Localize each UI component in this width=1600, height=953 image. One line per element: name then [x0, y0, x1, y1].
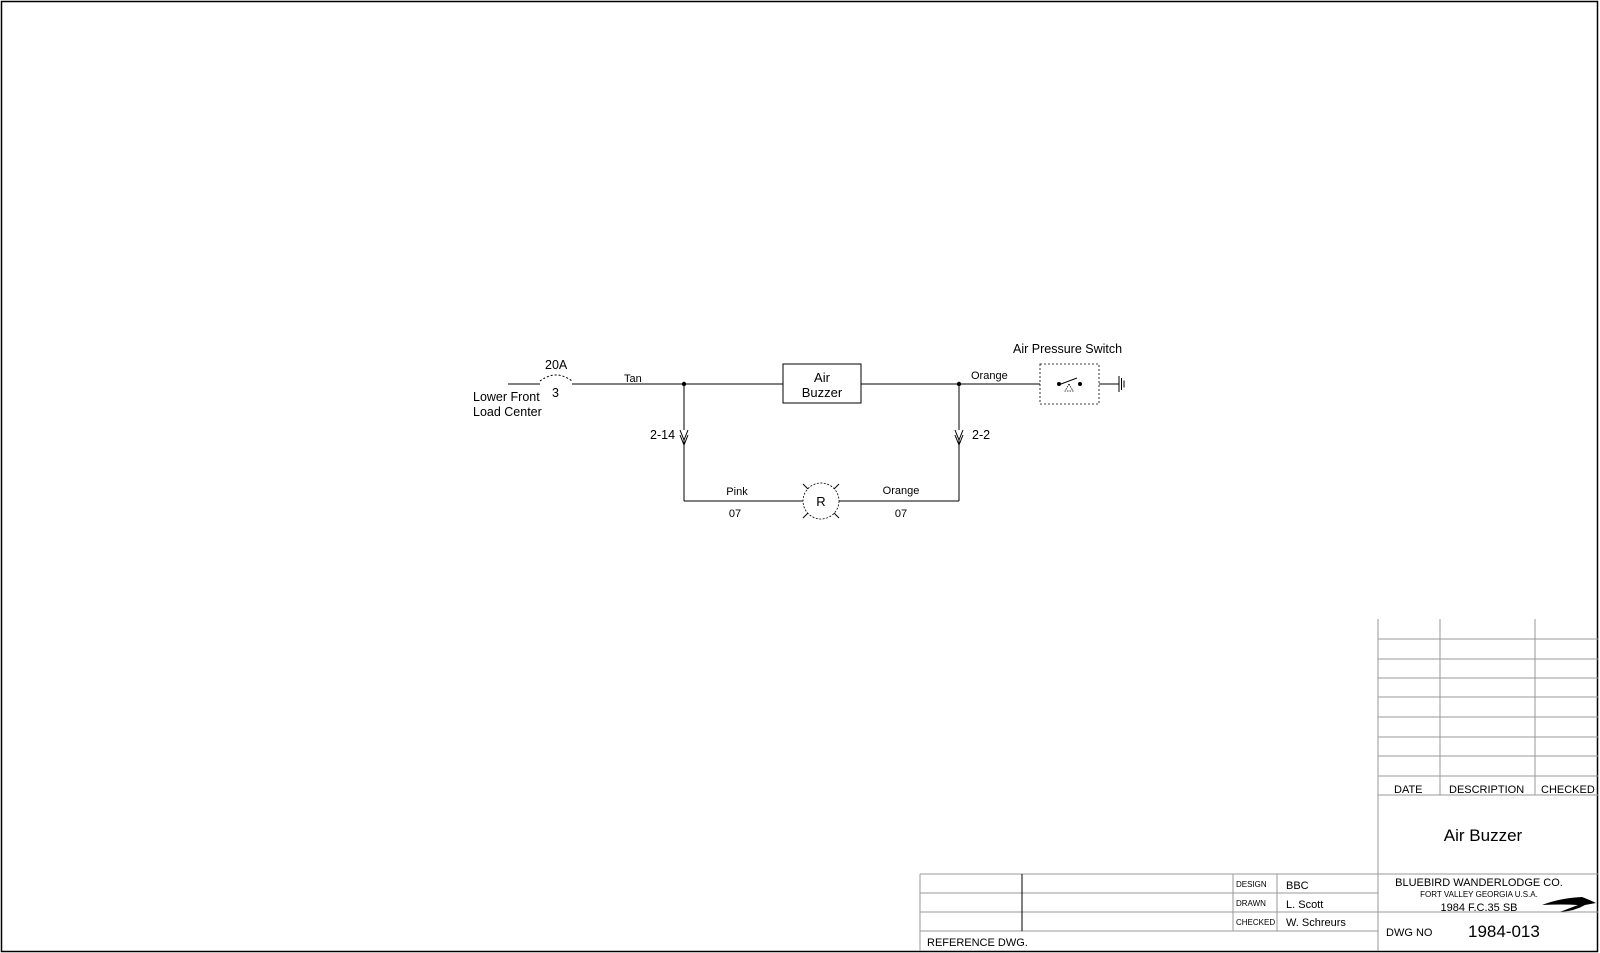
checked-label: CHECKED: [1236, 918, 1275, 927]
pressure-symbol: [1064, 383, 1074, 392]
air-pressure-switch-box: [1039, 363, 1100, 405]
switch-contact-left: [1057, 382, 1061, 386]
source-label-line1: Lower Front: [473, 390, 540, 404]
source-label-line2: Load Center: [473, 405, 542, 419]
company-location: FORT VALLEY GEORGIA U.S.A.: [1420, 890, 1538, 899]
dwg-no-label: DWG NO: [1386, 927, 1433, 939]
connector-left-label: 2-14: [650, 428, 675, 442]
relay-r-icon: [802, 482, 840, 520]
design-label: DESIGN: [1236, 880, 1267, 889]
revision-table: [1377, 619, 1598, 951]
connector-2-2-icon: [954, 429, 964, 447]
relay-label: R: [816, 494, 825, 509]
air-pressure-switch-label: Air Pressure Switch: [1013, 342, 1122, 356]
orange-wire-lower-number: 07: [895, 508, 907, 520]
connector-right-label: 2-2: [972, 428, 990, 442]
company-model: 1984 F.C.35 SB: [1440, 902, 1517, 914]
feed-wire-label: Tan: [624, 373, 642, 385]
pink-wire-number: 07: [729, 508, 741, 520]
title-block: DATE DESCRIPTION CHECKED Air Buzzer DESI…: [919, 619, 1598, 951]
info-grid: [919, 873, 1598, 951]
switch-blade: [1060, 377, 1078, 385]
orange-wire-lower-label: Orange: [883, 485, 920, 497]
breaker-number: 3: [552, 386, 559, 400]
pink-wire-label: Pink: [726, 486, 748, 498]
company-name: BLUEBIRD WANDERLODGE CO.: [1395, 877, 1563, 889]
drawing-title: Air Buzzer: [1444, 826, 1523, 845]
reference-dwg-label: REFERENCE DWG.: [927, 937, 1028, 949]
schematic: 20A 3 Lower Front Load Center Tan Air Bu…: [473, 342, 1125, 520]
dwg-no-value: 1984-013: [1468, 922, 1540, 941]
switch-wire-label: Orange: [971, 370, 1008, 382]
revision-description-header: DESCRIPTION: [1449, 784, 1524, 796]
revision-date-header: DATE: [1394, 784, 1423, 796]
breaker-rating: 20A: [545, 358, 568, 372]
drawn-label: DRAWN: [1236, 899, 1266, 908]
revision-checked-header: CHECKED: [1541, 784, 1595, 796]
drawn-value: L. Scott: [1286, 899, 1323, 911]
air-buzzer-box: [782, 363, 862, 404]
switch-contact-right: [1078, 382, 1082, 386]
buzzer-label-line1: Air: [814, 370, 831, 385]
design-value: BBC: [1286, 880, 1309, 892]
buzzer-label-line2: Buzzer: [802, 385, 843, 400]
bluebird-logo-icon: [1542, 897, 1596, 912]
breaker-symbol: [539, 374, 573, 382]
ground-icon: [1118, 376, 1125, 392]
checked-value: W. Schreurs: [1286, 917, 1346, 929]
